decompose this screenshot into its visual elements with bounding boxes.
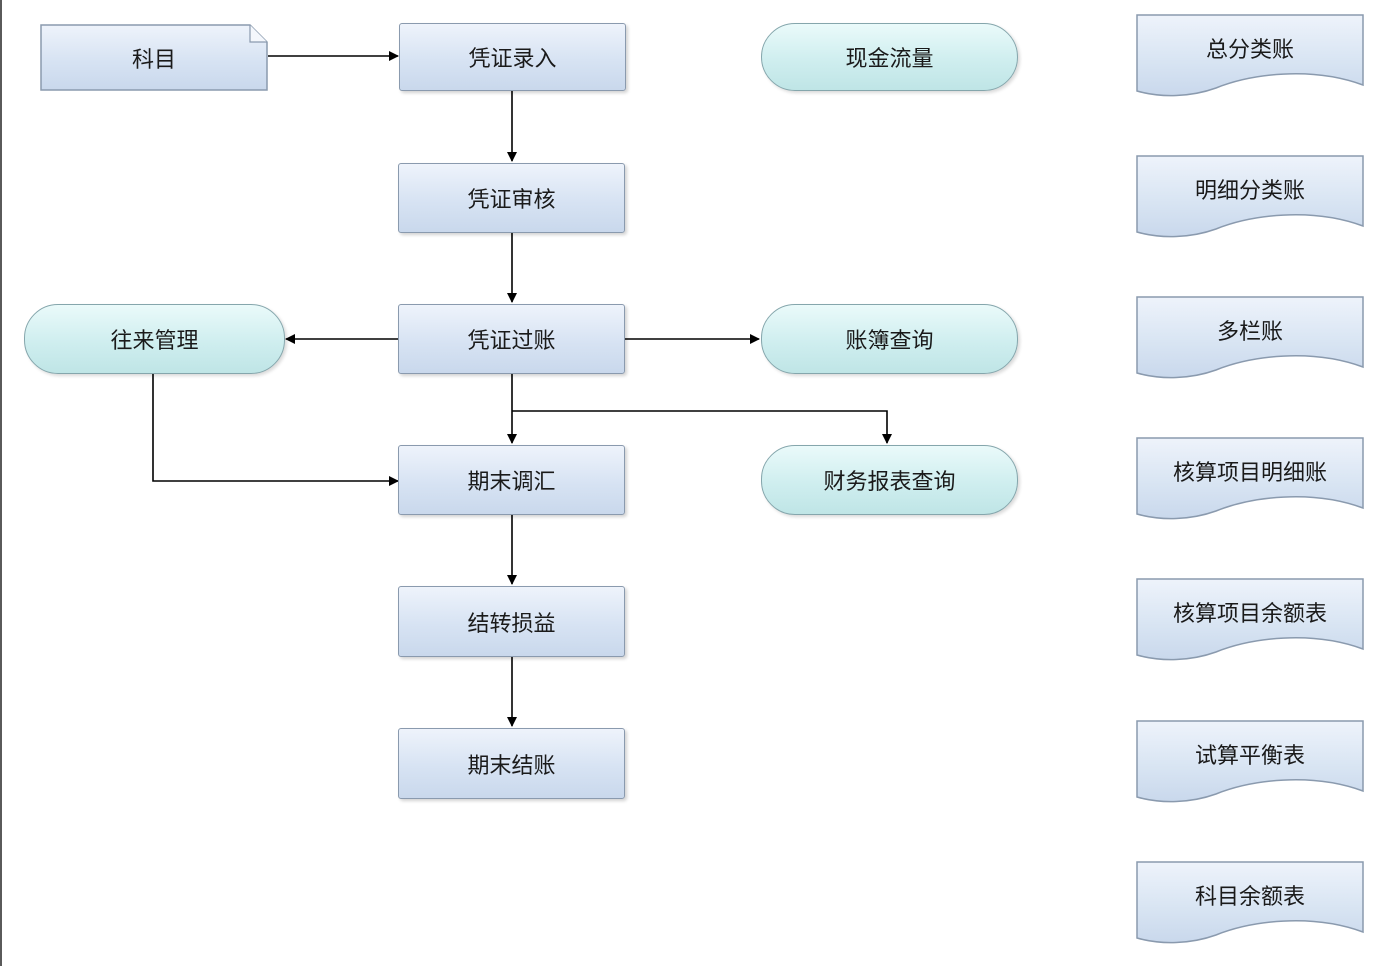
node-pingzheng-guozhang[interactable]: 凭证过账	[398, 304, 625, 374]
report-label: 科目余额表	[1194, 885, 1305, 910]
node-kemu[interactable]: 科目	[40, 24, 268, 91]
node-xianjin-liuliang[interactable]: 现金流量	[761, 23, 1018, 91]
node-qimo-tiaohui[interactable]: 期末调汇	[398, 445, 625, 515]
report-kemu-yuebiao[interactable]: 科目余额表	[1136, 861, 1364, 947]
node-qimo-jiezhang-label: 期末结账	[467, 753, 556, 779]
edge-guozhang-to-baobiao	[512, 410, 892, 444]
node-pingzheng-shenhe-label: 凭证审核	[467, 188, 556, 213]
edge-wanglai-to-tiaohui	[152, 374, 399, 486]
node-pingzheng-luru[interactable]: 凭证录入	[399, 23, 626, 91]
node-xianjin-liuliang-label: 现金流量	[845, 47, 934, 72]
report-hesuanxiangmu-yuebiao[interactable]: 核算项目余额表	[1136, 578, 1364, 664]
document-shape	[1136, 437, 1364, 520]
document-shape	[1136, 14, 1364, 97]
report-shisuan-pinghengbiao[interactable]: 试算平衡表	[1136, 720, 1364, 806]
node-zhangbu-chaxun[interactable]: 账簿查询	[761, 304, 1018, 374]
node-wanglai-guanli[interactable]: 往来管理	[24, 304, 285, 374]
report-duolanzhang[interactable]: 多栏账	[1136, 296, 1364, 382]
node-pingzheng-luru-label: 凭证录入	[468, 47, 557, 72]
report-label: 总分类账	[1205, 38, 1294, 63]
node-qimo-tiaohui-label: 期末调汇	[467, 470, 556, 495]
report-label: 核算项目明细账	[1172, 461, 1327, 486]
report-hesuanxiangmu-mingxizhang[interactable]: 核算项目明细账	[1136, 437, 1364, 523]
node-jiezhuan-sunyi-label: 结转损益	[467, 611, 556, 637]
document-shape	[1136, 578, 1364, 661]
document-shape	[1136, 296, 1364, 379]
report-label: 试算平衡表	[1194, 744, 1305, 769]
report-label: 核算项目余额表	[1172, 602, 1327, 627]
node-kemu-label: 科目	[131, 47, 176, 73]
document-shape	[1136, 720, 1364, 803]
report-zongfenleizhang[interactable]: 总分类账	[1136, 14, 1364, 100]
node-zhangbu-chaxun-label: 账簿查询	[845, 329, 934, 354]
node-qimo-jiezhang[interactable]: 期末结账	[398, 728, 625, 799]
node-caiwu-baobiao-chaxun[interactable]: 财务报表查询	[761, 445, 1018, 515]
document-shape	[1136, 155, 1364, 238]
node-wanglai-guanli-label: 往来管理	[110, 329, 199, 354]
report-mingxifenleizhang[interactable]: 明细分类账	[1136, 155, 1364, 241]
node-pingzheng-shenhe[interactable]: 凭证审核	[398, 163, 625, 233]
card-shape	[40, 24, 268, 91]
document-shape	[1136, 861, 1364, 944]
node-pingzheng-guozhang-label: 凭证过账	[467, 329, 556, 354]
node-caiwu-baobiao-chaxun-label: 财务报表查询	[823, 470, 956, 495]
report-label: 明细分类账	[1194, 179, 1305, 204]
node-jiezhuan-sunyi[interactable]: 结转损益	[398, 586, 625, 657]
report-label: 多栏账	[1216, 320, 1283, 345]
